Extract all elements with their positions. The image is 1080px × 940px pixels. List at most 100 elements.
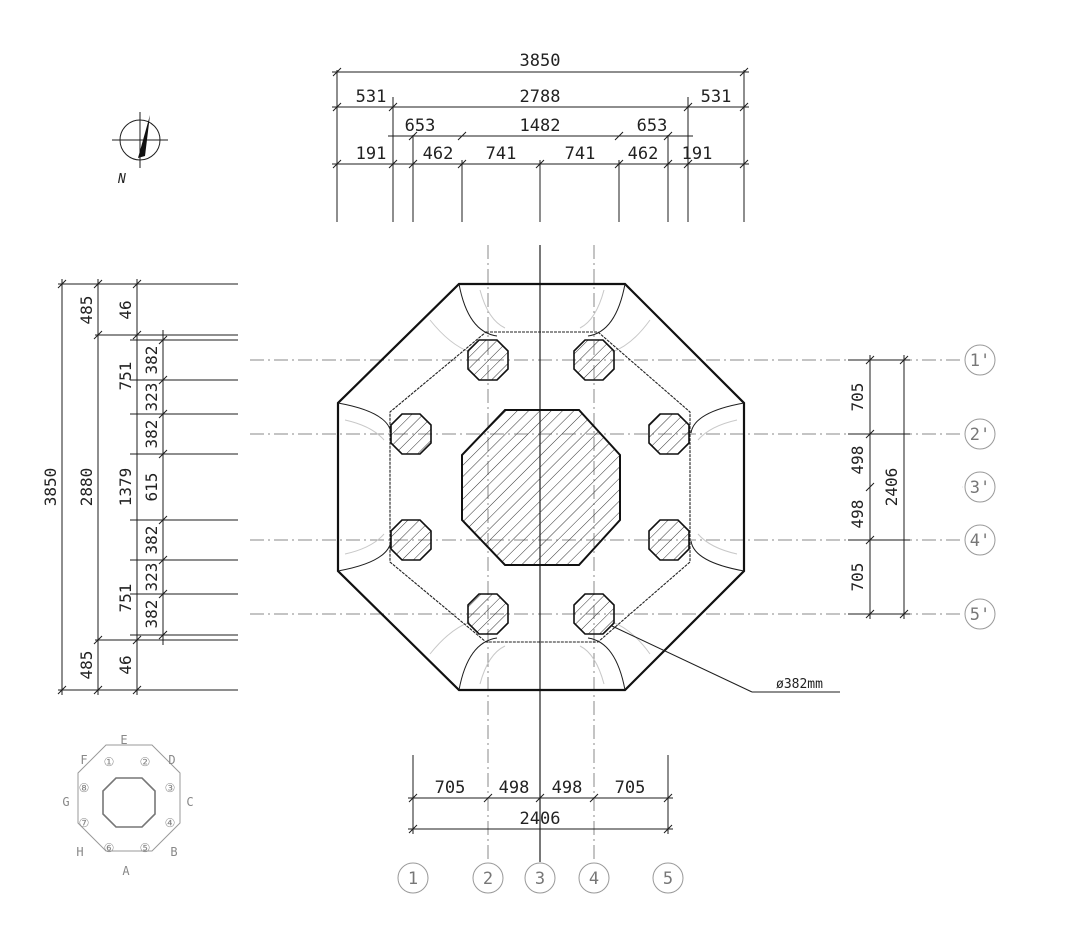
- axis-bubble-2p: [964, 418, 996, 450]
- key-corner-d: D: [168, 753, 175, 767]
- right-axis-bubbles: 1' 2' 3' 4' 5': [964, 344, 996, 630]
- dim-left-c3-4: 751: [116, 584, 135, 613]
- dim-top-r4-2: 462: [423, 144, 454, 164]
- north-label: N: [117, 172, 126, 187]
- key-pile-3: ③: [165, 781, 176, 795]
- dim-top-r4-4: 741: [565, 144, 596, 164]
- dim-bottom-total: 2406: [520, 809, 561, 829]
- dim-left-c3-3: 1379: [116, 468, 135, 507]
- dim-right-total: 2406: [882, 468, 901, 507]
- pile-1: [467, 339, 509, 381]
- dim-top-r2-1: 531: [356, 87, 387, 107]
- piles: [390, 339, 690, 635]
- dim-left-c4-6: 323: [142, 563, 161, 592]
- axis-bubble-1: [397, 862, 429, 894]
- axis-bubble-4: [578, 862, 610, 894]
- axis-label-5: 5: [663, 869, 673, 889]
- pile-4: [648, 413, 690, 455]
- dim-left-c2-3: 485: [77, 651, 96, 680]
- key-pile-1: ①: [104, 755, 115, 769]
- pile-7: [467, 593, 509, 635]
- axis-lines: [250, 245, 962, 862]
- key-corner-b: B: [170, 845, 177, 859]
- dim-left-overall: 3850: [41, 468, 60, 507]
- pile-diameter-label: ø382mm: [776, 677, 823, 692]
- dim-left-c4-5: 382: [142, 526, 161, 555]
- key-pile-8: ⑧: [79, 781, 90, 795]
- axis-bubble-5p: [964, 598, 996, 630]
- dim-right-4: 705: [848, 563, 867, 592]
- axis-bubble-4p: [964, 524, 996, 556]
- key-corner-g: G: [62, 795, 69, 809]
- axis-bubble-3p: [964, 471, 996, 503]
- dim-bottom-2: 498: [499, 778, 530, 798]
- key-corner-h: H: [76, 845, 83, 859]
- axis-bubble-3: [524, 862, 556, 894]
- dim-top-r3-2: 1482: [520, 116, 561, 136]
- axis-label-4: 4: [589, 869, 599, 889]
- key-pile-4: ④: [165, 816, 176, 830]
- bottom-dimensions: 705 498 498 705 2406: [408, 755, 673, 834]
- key-pile-7: ⑦: [79, 816, 90, 830]
- dim-bottom-3: 498: [552, 778, 583, 798]
- dim-top-r3-3: 653: [637, 116, 668, 136]
- left-dimensions: 3850 485 2880 485 46 751 1379 751 46 382…: [41, 279, 238, 695]
- top-dimensions: 3850 531 2788 531 653 1482 653 191 462 7…: [332, 51, 749, 222]
- north-arrow: N: [112, 112, 168, 187]
- pile-cap: [336, 282, 746, 692]
- dim-top-r2-3: 531: [701, 87, 732, 107]
- key-corner-f: F: [80, 753, 87, 767]
- axis-label-4p: 4': [970, 531, 990, 551]
- dim-bottom-4: 705: [615, 778, 646, 798]
- axis-label-2p: 2': [970, 425, 990, 445]
- axis-label-3p: 3': [970, 478, 990, 498]
- column-zone-outline: [389, 331, 691, 643]
- axis-bubble-1p: [964, 344, 996, 376]
- dim-top-r2-2: 2788: [520, 87, 561, 107]
- dim-left-c4-7: 382: [142, 600, 161, 629]
- key-corner-c: C: [186, 795, 193, 809]
- dim-top-r4-5: 462: [628, 144, 659, 164]
- dim-right-1: 705: [848, 383, 867, 412]
- axis-label-1: 1: [408, 869, 418, 889]
- dim-left-c4-3: 382: [142, 420, 161, 449]
- central-column: [461, 409, 621, 566]
- pile-diameter-callout: ø382mm: [611, 625, 840, 693]
- key-plan: E D C B A H G F ① ② ③ ④ ⑤ ⑥ ⑦ ⑧: [62, 733, 193, 878]
- dim-left-c3-1: 46: [116, 300, 135, 319]
- dim-top-r4-6: 191: [682, 144, 713, 164]
- dim-left-c2-2: 2880: [77, 468, 96, 507]
- axis-label-3: 3: [535, 869, 545, 889]
- pile-5: [390, 519, 432, 561]
- north-arrow-pointer-icon: [138, 115, 150, 158]
- key-plan-column: [102, 777, 156, 828]
- key-pile-2: ②: [140, 755, 151, 769]
- axis-bubble-5: [652, 862, 684, 894]
- key-pile-6: ⑥: [104, 841, 115, 855]
- dim-top-overall: 3850: [520, 51, 561, 71]
- dim-left-c3-5: 46: [116, 655, 135, 674]
- key-corner-e: E: [120, 733, 127, 747]
- dim-left-c4-2: 323: [142, 383, 161, 412]
- dim-left-c4-1: 382: [142, 346, 161, 375]
- pile-2: [573, 339, 615, 381]
- axis-label-1p: 1': [970, 351, 990, 371]
- axis-bubble-2: [472, 862, 504, 894]
- dim-bottom-1: 705: [435, 778, 466, 798]
- dim-top-r4-1: 191: [356, 144, 387, 164]
- pile-8: [573, 593, 615, 635]
- pile-6: [648, 519, 690, 561]
- dim-top-r3-1: 653: [405, 116, 436, 136]
- right-dimensions: 705 498 498 705 2406: [848, 355, 910, 619]
- dim-top-r4-3: 741: [486, 144, 517, 164]
- bottom-axis-bubbles: 1 2 3 4 5: [397, 862, 684, 894]
- dim-right-2: 498: [848, 446, 867, 475]
- dim-left-c4-4: 615: [142, 473, 161, 502]
- pile-3: [390, 413, 432, 455]
- key-pile-5: ⑤: [140, 841, 151, 855]
- dim-left-c2-1: 485: [77, 296, 96, 325]
- dim-left-c3-2: 751: [116, 362, 135, 391]
- axis-label-5p: 5': [970, 605, 990, 625]
- axis-label-2: 2: [483, 869, 493, 889]
